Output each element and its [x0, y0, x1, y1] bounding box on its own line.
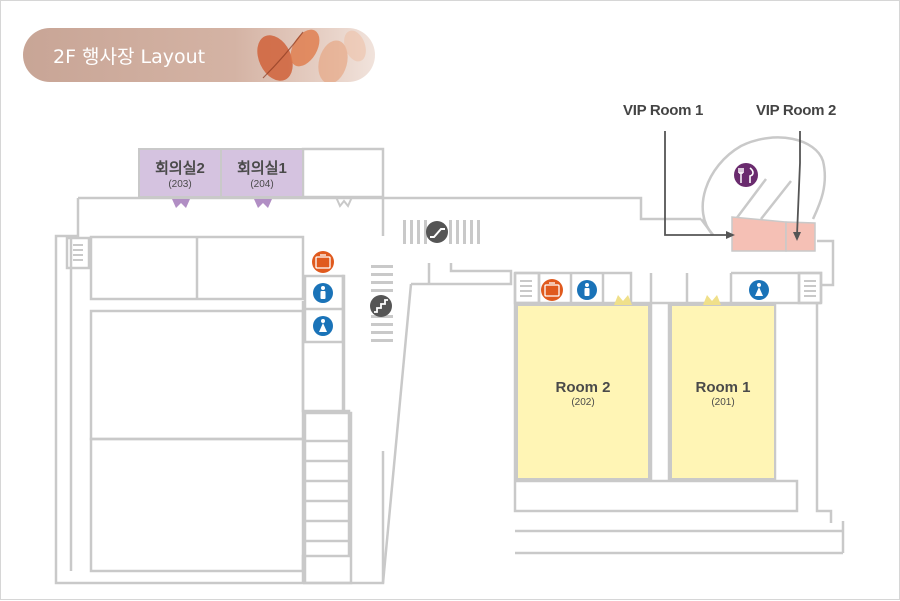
room-name: Room 1: [695, 379, 751, 396]
room-name: 회의실2: [155, 160, 205, 177]
hall-room-202: [516, 304, 650, 480]
room-name: 회의실1: [237, 160, 287, 177]
vip-room-2: [785, 221, 816, 252]
vip-room-1-label: VIP Room 1: [623, 102, 704, 119]
men-restroom-icon: [313, 283, 333, 303]
title-badge: 2F 행사장 Layout: [23, 28, 375, 82]
elevator-icon: [312, 251, 334, 273]
room-202-label: Room 2 (202): [517, 379, 649, 408]
room-number: (203): [168, 179, 192, 190]
meeting-room-204: [220, 148, 304, 198]
room-number: (202): [571, 397, 595, 408]
meeting-room-203-label: 회의실2 (203): [139, 157, 221, 190]
elevator-icon: [541, 279, 563, 301]
hall-room-201: [670, 304, 776, 480]
room-number: (204): [250, 179, 274, 190]
stairs-icon: [370, 295, 392, 317]
vip-room-1: [731, 216, 787, 252]
escalator-icon: [426, 221, 448, 243]
restaurant-icon: [734, 163, 758, 187]
meeting-room-204-label: 회의실1 (204): [221, 157, 303, 190]
leaf-decoration-icon: [257, 29, 366, 82]
meeting-room-203: [138, 148, 222, 198]
room-201-label: Room 1 (201): [671, 379, 775, 408]
men-restroom-icon: [577, 280, 597, 300]
women-restroom-icon: [313, 316, 333, 336]
women-restroom-icon: [749, 280, 769, 300]
vip-room-2-label: VIP Room 2: [756, 102, 837, 119]
room-number: (201): [711, 397, 735, 408]
room-name: Room 2: [555, 379, 611, 396]
page-title: 2F 행사장 Layout: [53, 46, 206, 68]
